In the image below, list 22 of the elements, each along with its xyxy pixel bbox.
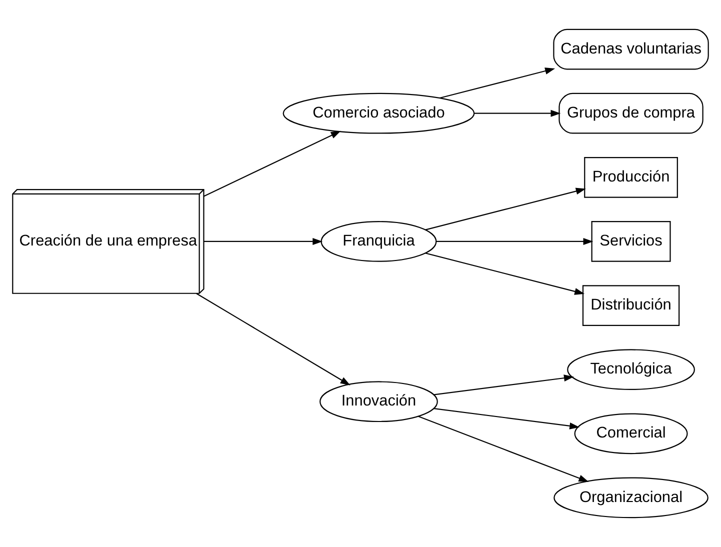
node-ellipse: Organizacional: [554, 477, 708, 518]
node-box: Producción: [584, 156, 678, 198]
arrow: [418, 416, 589, 482]
arrow: [434, 374, 574, 396]
node-ellipse: Franquicia: [320, 221, 437, 262]
node-box: Distribución: [582, 285, 680, 326]
arrow: [204, 238, 323, 245]
arrow: [474, 110, 561, 117]
node-box: Cadenas voluntarias: [553, 28, 709, 70]
arrow: [425, 188, 586, 230]
node-ellipse: Comercial: [574, 413, 688, 454]
node-ellipse: Comercio asociado: [282, 92, 475, 134]
arrow: [204, 130, 341, 197]
arrow: [425, 252, 585, 295]
node-ellipse: Tecnológica: [567, 349, 695, 390]
arrow: [196, 293, 350, 386]
node-ellipse: Innovación: [320, 381, 438, 422]
arrow: [434, 408, 580, 430]
arrow: [440, 68, 556, 99]
node-box: Servicios: [591, 221, 671, 262]
node-box: Grupos de compra: [558, 92, 704, 134]
arrow: [436, 238, 594, 245]
